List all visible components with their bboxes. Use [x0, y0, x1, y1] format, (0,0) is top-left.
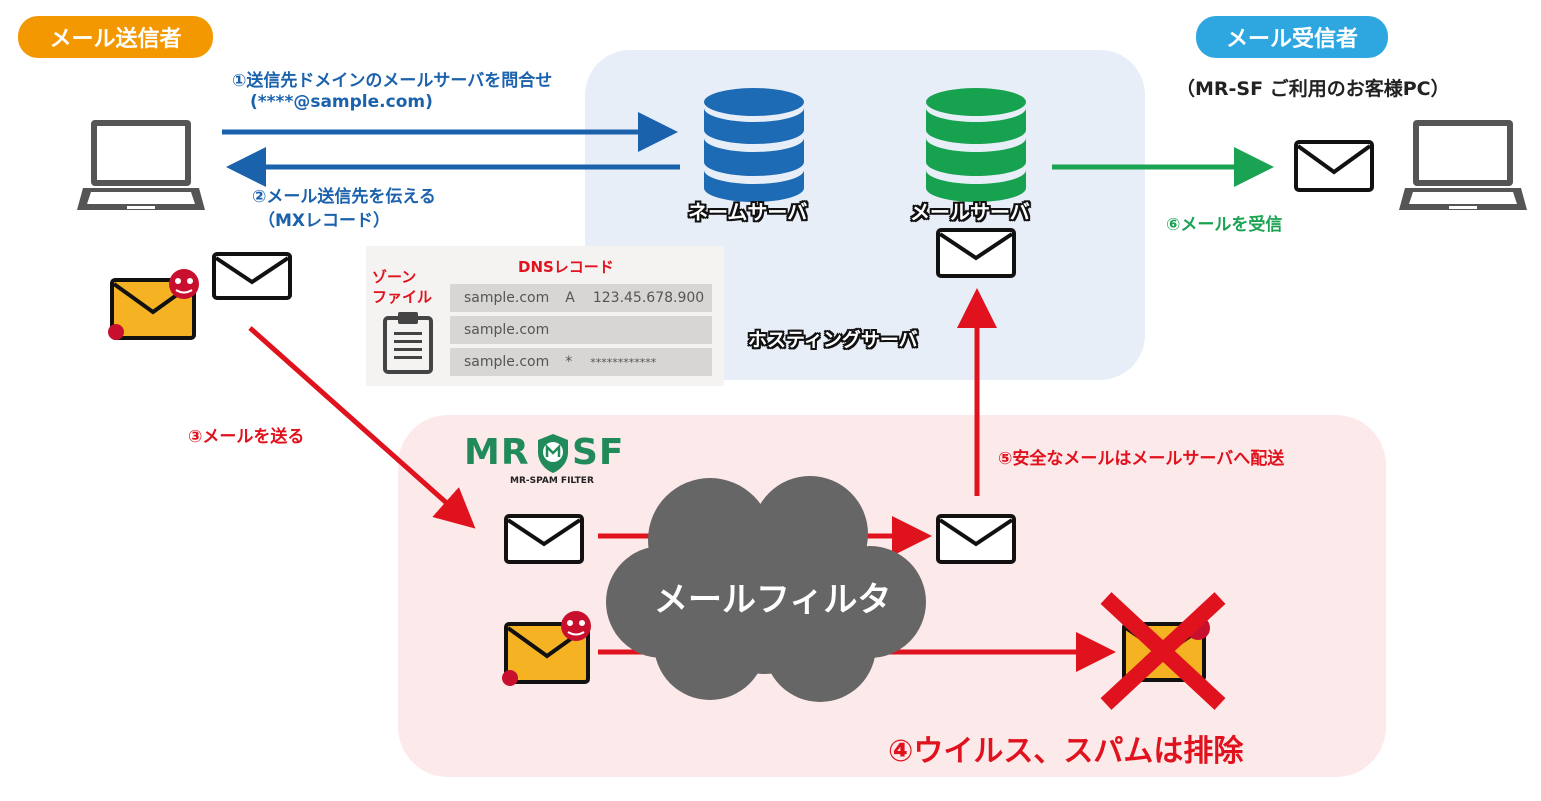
name-server-database-icon — [704, 88, 804, 202]
name-server-label: ネームサーバ — [688, 200, 808, 224]
reject-cross-icon — [1100, 592, 1226, 710]
hosting-server-label: ホスティングサーバ — [748, 329, 918, 351]
sender-envelope-icon — [212, 252, 292, 300]
filter-input-envelope-icon — [504, 514, 584, 564]
zone-label-2: ファイル — [372, 288, 433, 306]
dns-row: sample.com — [450, 316, 712, 344]
dns-row: sample.com A 123.45.678.900 — [450, 284, 712, 312]
receiver-note: （MR-SF ご利用のお客様PC） — [1176, 78, 1450, 100]
filter-virus-envelope-icon — [502, 611, 591, 686]
dns-row: sample.com * ************ — [450, 348, 712, 376]
step4-label: ④ウイルス、スパムは排除 — [888, 734, 1244, 769]
step1-label: ①送信先ドメインのメールサーバを問合せ — [232, 71, 553, 91]
logo-mr: MR — [464, 432, 530, 473]
receiver-envelope-icon — [1294, 140, 1374, 192]
clipboard-icon — [383, 312, 433, 374]
mail-filter-cloud-icon — [606, 476, 926, 702]
dns-record-card: DNSレコード ゾーン ファイル sample.com A 123.45.678… — [366, 246, 724, 386]
mail-server-envelope-icon — [936, 228, 1016, 278]
step3-label: ③メールを送る — [188, 427, 305, 447]
mail-server-label: メールサーバ — [910, 200, 1030, 224]
shield-icon — [538, 434, 568, 473]
receiver-laptop-icon — [1399, 120, 1527, 210]
step6-label: ⑥メールを受信 — [1166, 215, 1283, 235]
sender-laptop-icon — [77, 120, 205, 210]
sender-virus-envelope-icon — [108, 269, 199, 340]
mr-sf-logo: MR SF MR-SPAM FILTER — [464, 432, 634, 492]
sender-badge: メール送信者 — [18, 16, 213, 58]
mail-server-database-icon — [926, 88, 1026, 202]
receiver-badge: メール受信者 — [1196, 16, 1388, 58]
step2-note: （MXレコード） — [258, 211, 391, 231]
mail-filter-label: メールフィルタ — [654, 580, 892, 620]
logo-sf: SF — [572, 432, 625, 473]
zone-label-1: ゾーン — [372, 268, 417, 286]
step1-address: (****@sample.com) — [250, 92, 433, 112]
step5-label: ⑤安全なメールはメールサーバへ配送 — [998, 449, 1285, 469]
arrow-send — [248, 326, 476, 529]
dns-title: DNSレコード — [518, 258, 614, 276]
safe-mail-envelope-icon — [936, 514, 1016, 564]
step2-label: ②メール送信先を伝える — [252, 187, 436, 207]
logo-subtitle: MR-SPAM FILTER — [510, 476, 594, 486]
